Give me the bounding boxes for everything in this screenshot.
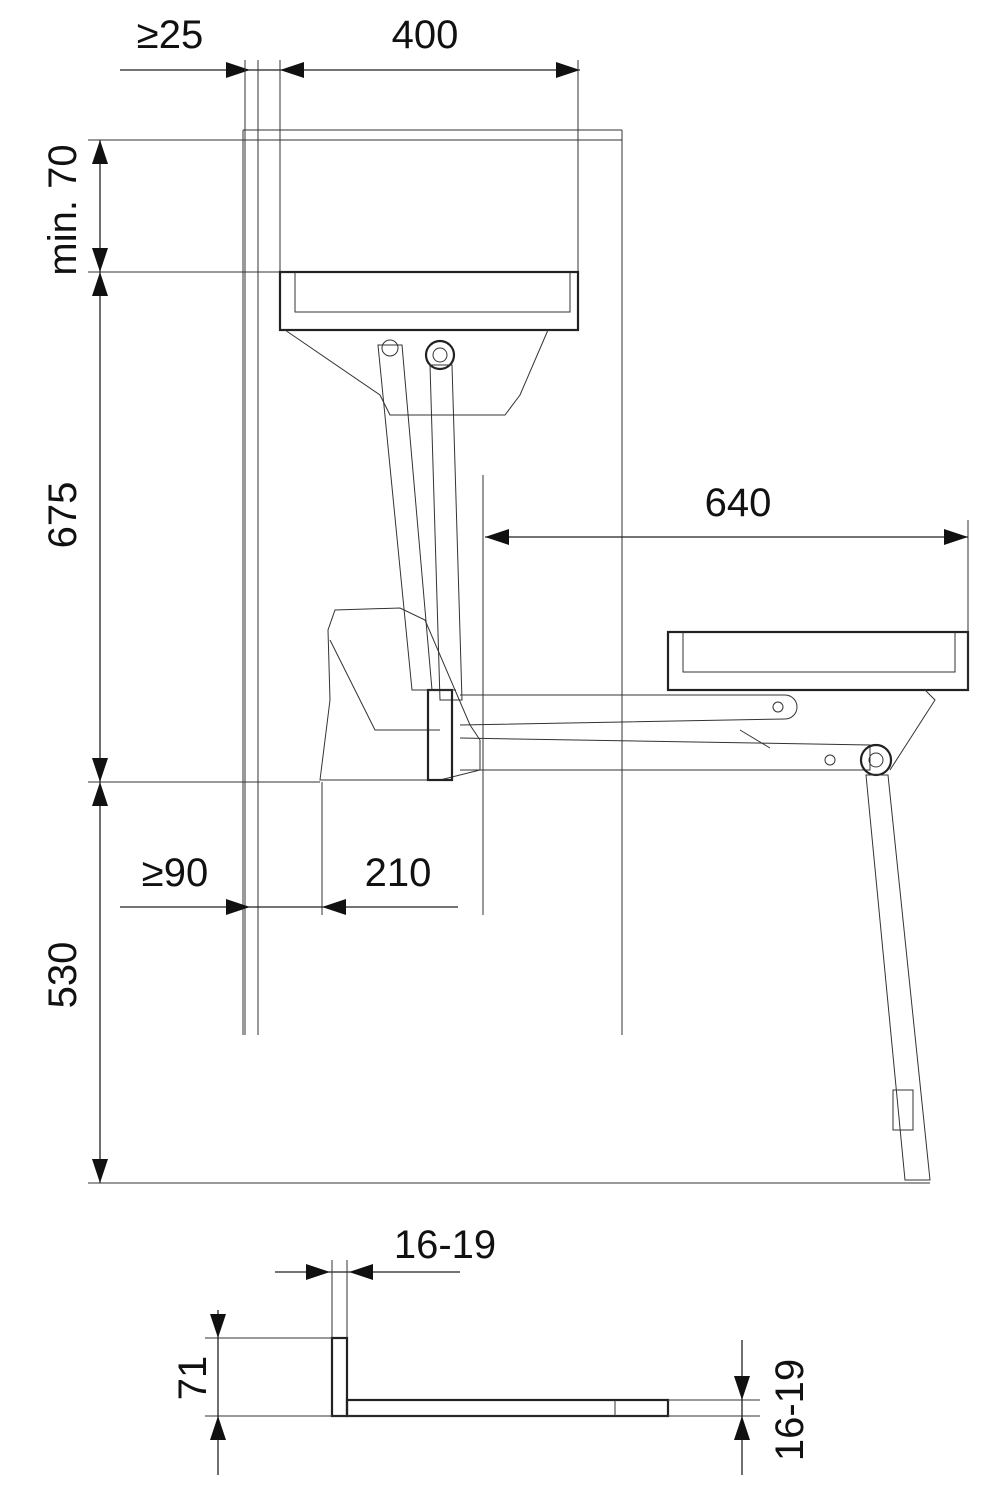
lower-basket: [666, 630, 970, 1181]
extension-label: 640: [705, 481, 772, 525]
lift-arms: [377, 344, 484, 915]
bottom-dimension: ≥90 210: [120, 782, 458, 915]
top-gap-label: min. 70: [41, 144, 85, 275]
top-dimension: ≥25 400: [120, 13, 580, 78]
vertical-dimensions: min. 70 675 530: [41, 140, 930, 1184]
cabinet-outline: [88, 60, 623, 1035]
mechanism-depth-label: 210: [365, 851, 432, 895]
side-clearance-label: ≥90: [142, 851, 208, 895]
top-clearance-label: ≥25: [137, 13, 203, 57]
lift-height-label: 675: [41, 482, 85, 549]
panel-thickness-right-label: 16-19: [768, 1359, 812, 1461]
panel-thickness-top-label: 16-19: [394, 1223, 496, 1267]
mechanism-housing: [319, 607, 481, 782]
cabinet-width-label: 400: [392, 13, 459, 57]
profile-detail: 16-19 71 16-19: [171, 1223, 812, 1475]
extended-arms: [459, 694, 871, 771]
floor-height-label: 530: [41, 942, 85, 1009]
profile-height-label: 71: [171, 1356, 215, 1401]
upper-basket: [278, 270, 580, 416]
extension-dimension: 640: [485, 481, 969, 690]
